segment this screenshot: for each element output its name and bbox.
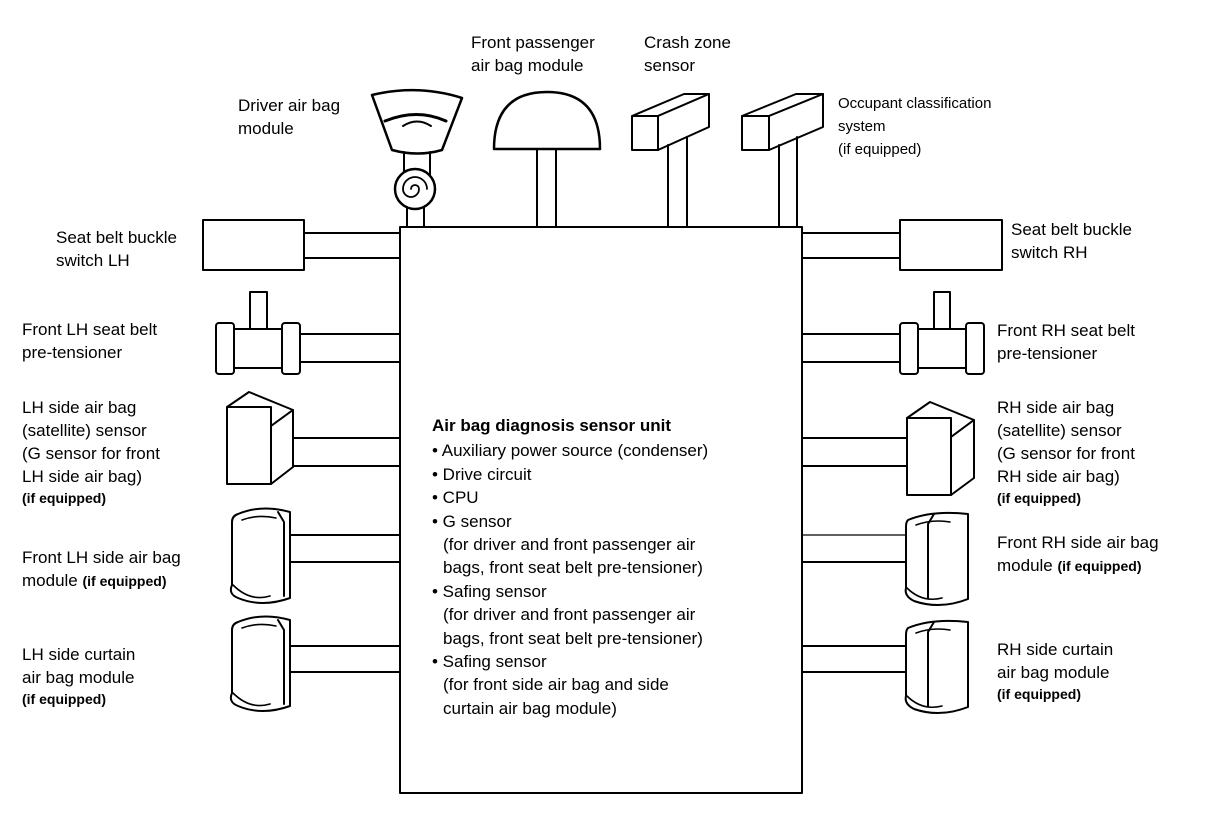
front-passenger-air-bag-module-icon [492, 90, 602, 228]
unit-feature-detail: curtain air bag module) [443, 698, 617, 718]
label-crash-zone-sensor: Crash zone sensor [644, 33, 731, 75]
unit-feature-detail: (for driver and front passenger air [443, 535, 696, 555]
unit-feature-text: • Auxiliary power source (condenser) [432, 441, 709, 461]
unit-feature-item: • Drive circuit [432, 463, 708, 486]
side-curtain-air-bag-module-lh-icon [229, 615, 401, 712]
label-occupant-classification-system: Occupant classification system (if equip… [838, 95, 992, 158]
unit-feature-text: • Drive circuit [432, 464, 532, 484]
seat-belt-buckle-switch-lh-icon [202, 219, 401, 271]
unit-feature-text: • Safing sensor [432, 652, 547, 672]
crash-zone-sensor-icon [631, 93, 710, 228]
unit-feature-text: • CPU [432, 488, 479, 508]
unit-feature-detail: bags, front seat belt pre-tensioner) [443, 558, 703, 578]
occupant-classification-system-icon [741, 93, 824, 228]
diagnosis-sensor-unit-text: Air bag diagnosis sensor unit • Auxiliar… [432, 414, 708, 720]
unit-feature-detail: bags, front seat belt pre-tensioner) [443, 628, 703, 648]
unit-title: Air bag diagnosis sensor unit [432, 416, 671, 435]
label-driver-air-bag-module: Driver air bag module [238, 96, 341, 138]
label-side-curtain-rh: RH side curtain air bag module (if equip… [997, 640, 1114, 702]
side-curtain-air-bag-module-rh-icon [801, 619, 969, 714]
seat-belt-buckle-switch-rh-icon [801, 219, 1003, 271]
label-side-air-bag-module-rh-equipped: (if equipped) [1057, 558, 1142, 574]
label-side-curtain-lh: LH side curtain air bag module (if equip… [22, 645, 136, 707]
side-air-bag-module-rh-icon [801, 511, 969, 606]
label-pretensioner-rh: Front RH seat belt pre-tensioner [997, 321, 1135, 363]
satellite-sensor-lh-icon [226, 391, 401, 485]
unit-feature-text: • Safing sensor [432, 581, 547, 601]
label-side-air-bag-module-rh-line2: module [997, 556, 1053, 575]
label-side-air-bag-module-rh: Front RH side air bag module (if equippe… [997, 533, 1159, 575]
side-air-bag-module-lh-icon [229, 507, 401, 604]
unit-feature-item: • Safing sensor (for front side air bag a… [432, 650, 708, 720]
label-side-air-bag-module-lh-equipped: (if equipped) [82, 573, 167, 589]
label-seat-belt-buckle-switch-lh: Seat belt buckle switch LH [56, 228, 177, 270]
unit-feature-detail: (for driver and front passenger air [443, 605, 696, 625]
label-side-air-bag-module-lh: Front LH side air bag module (if equippe… [22, 548, 181, 590]
unit-feature-item: • Auxiliary power source (condenser) [432, 439, 708, 462]
pretensioner-rh-icon [801, 291, 985, 375]
label-satellite-sensor-rh: RH side air bag (satellite) sensor (G se… [997, 398, 1135, 506]
unit-feature-list: • Auxiliary power source (condenser) • Dr… [432, 439, 708, 720]
label-front-passenger-air-bag-module: Front passenger air bag module [471, 33, 595, 75]
label-seat-belt-buckle-switch-rh: Seat belt buckle switch RH [1011, 220, 1132, 262]
label-satellite-sensor-lh: LH side air bag (satellite) sensor (G se… [22, 398, 160, 506]
unit-feature-item: • CPU [432, 486, 708, 509]
unit-feature-item: • G sensor (for driver and front passenge… [432, 510, 708, 580]
label-side-air-bag-module-lh-line2: module [22, 571, 78, 590]
diagnosis-sensor-unit-box [399, 226, 803, 794]
unit-feature-detail: (for front side air bag and side [443, 675, 669, 695]
pretensioner-lh-icon [215, 291, 401, 375]
satellite-sensor-rh-icon [801, 401, 975, 496]
driver-air-bag-module-icon [370, 88, 464, 228]
label-pretensioner-lh: Front LH seat belt pre-tensioner [22, 320, 158, 362]
unit-feature-text: • G sensor [432, 511, 512, 531]
unit-feature-item: • Safing sensor (for driver and front pas… [432, 580, 708, 650]
